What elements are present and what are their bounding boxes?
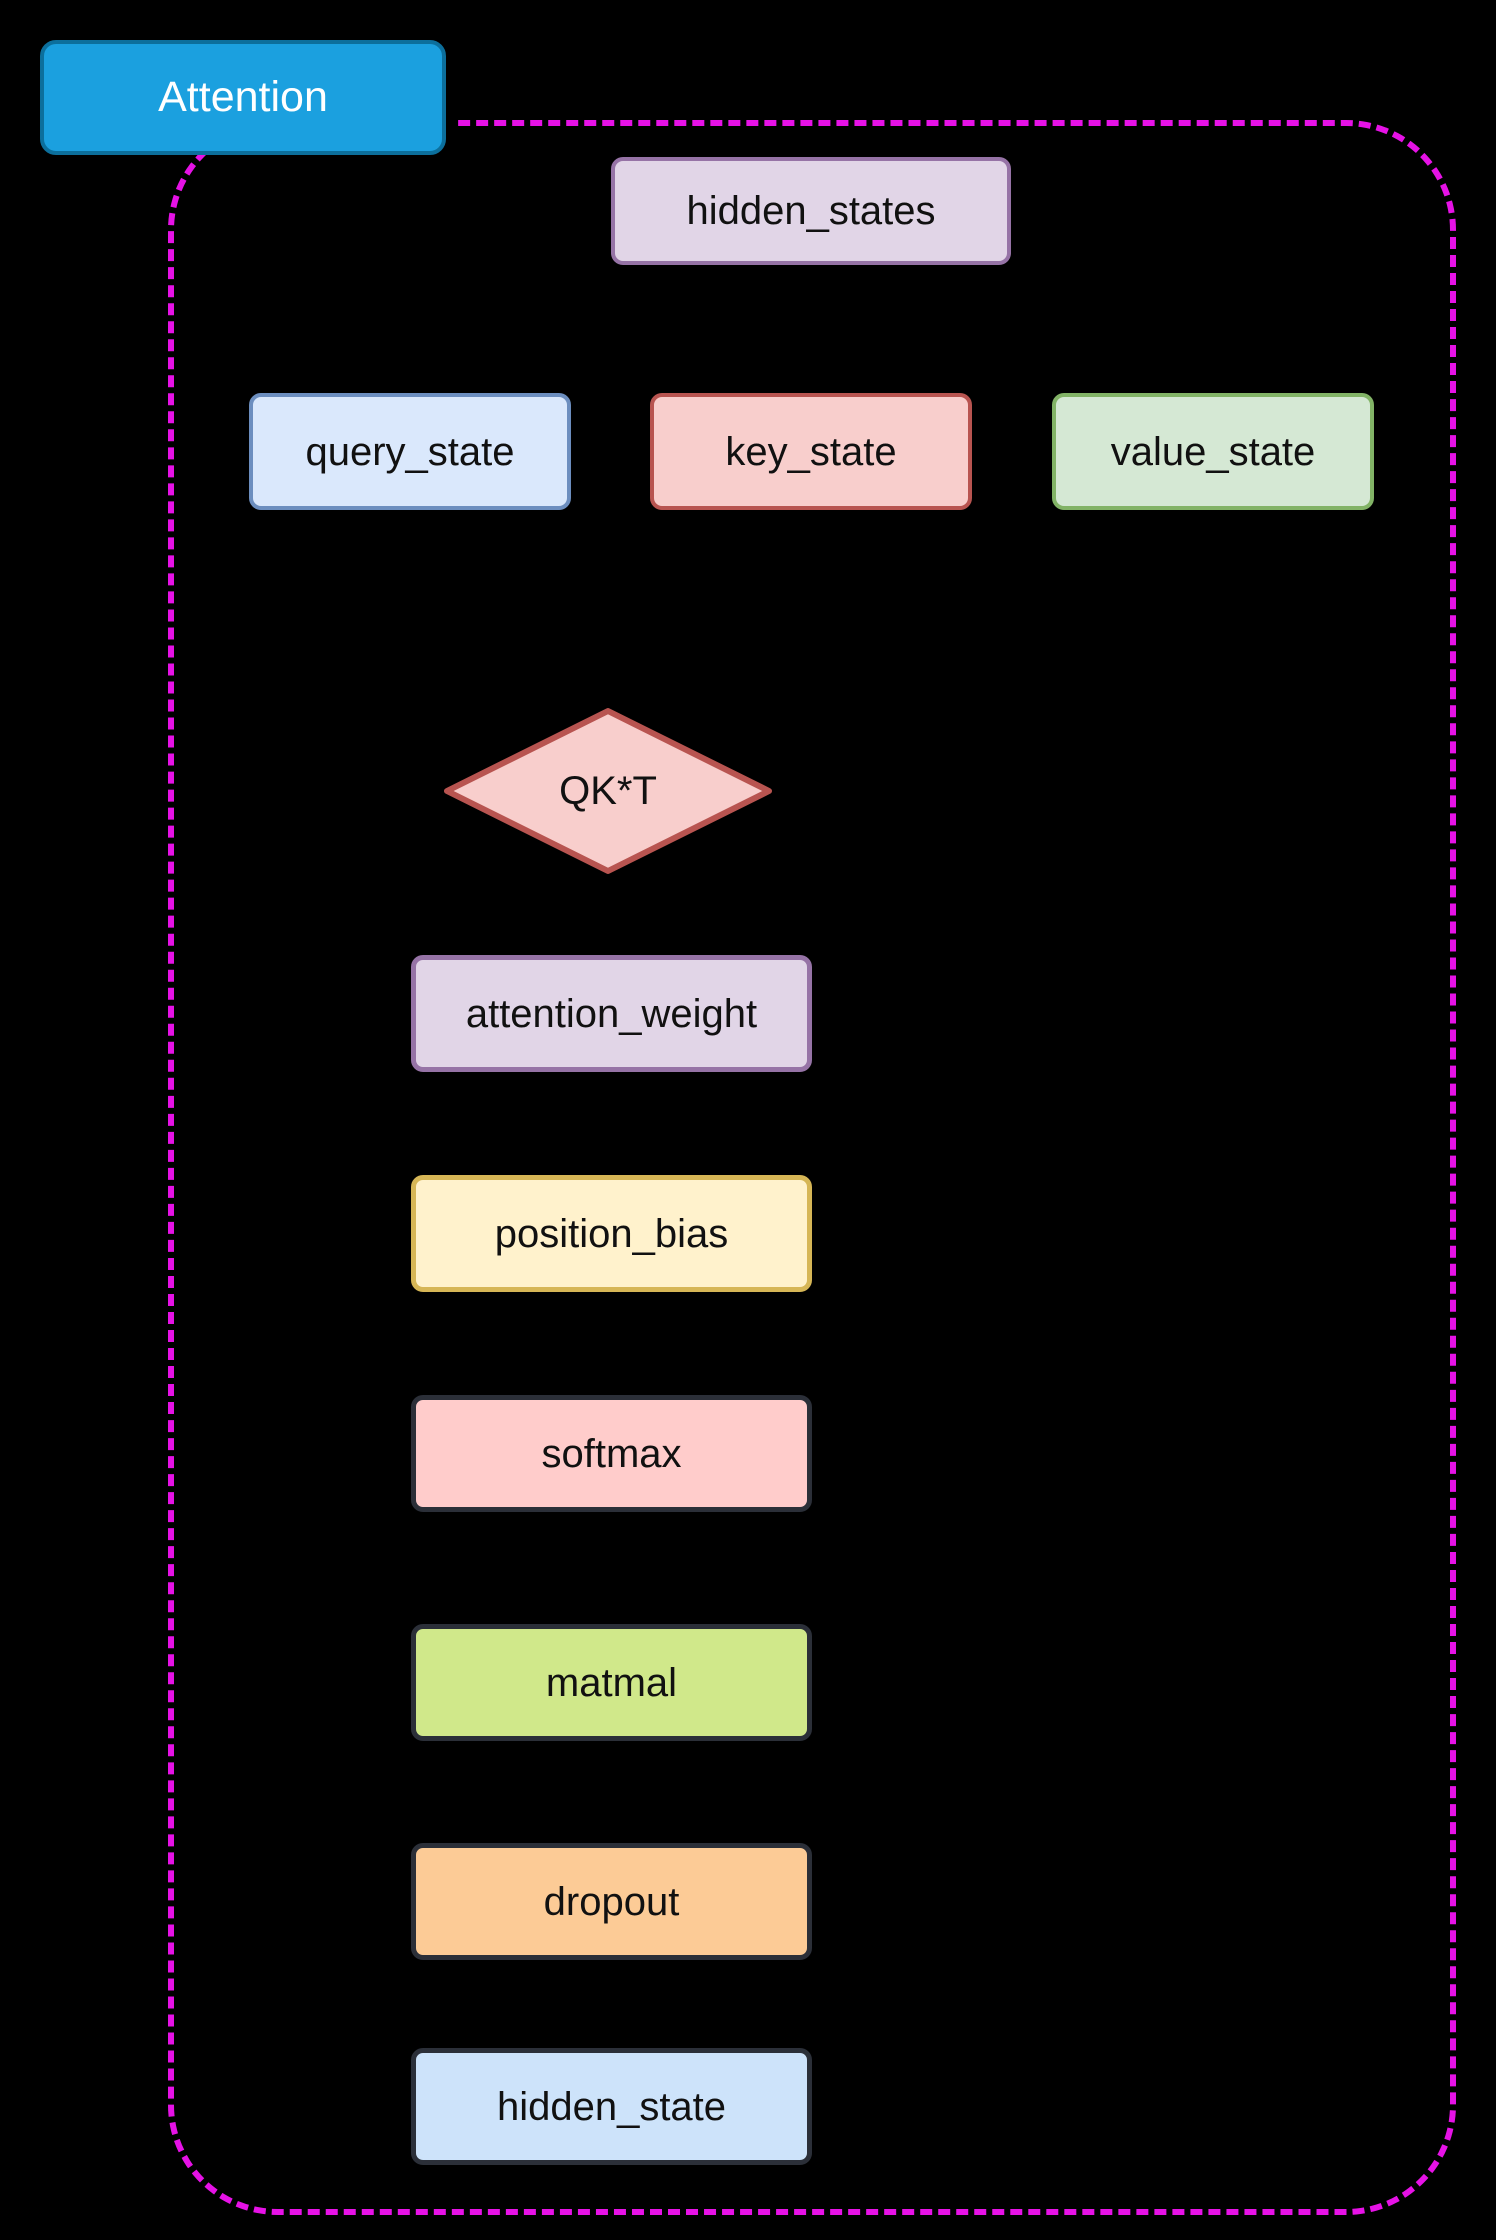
node-key-state[interactable]: key_state [650,393,972,510]
node-qkt-diamond[interactable]: QK*T [443,707,773,875]
node-position-bias[interactable]: position_bias [411,1175,812,1292]
node-position-bias-label: position_bias [494,1211,729,1256]
subgraph-title-attention[interactable]: Attention [40,40,446,155]
node-matmal-label: matmal [545,1660,678,1705]
attention-cluster-boundary [168,120,1456,2215]
node-value-state[interactable]: value_state [1052,393,1374,510]
diamond-shape-icon [444,708,772,874]
node-attention-weight[interactable]: attention_weight [411,955,812,1072]
subgraph-title-label: Attention [158,72,328,121]
node-hidden-states[interactable]: hidden_states [611,157,1011,265]
node-softmax[interactable]: softmax [411,1395,812,1512]
node-dropout-label: dropout [543,1879,680,1924]
node-softmax-label: softmax [541,1431,682,1476]
node-matmal[interactable]: matmal [411,1624,812,1741]
node-hidden-state-label: hidden_state [496,2084,727,2129]
node-attention-weight-label: attention_weight [465,991,758,1036]
node-hidden-states-label: hidden_states [686,189,936,233]
node-hidden-state[interactable]: hidden_state [411,2048,812,2165]
node-query-state-label: query_state [305,429,515,474]
node-value-state-label: value_state [1110,429,1316,474]
node-dropout[interactable]: dropout [411,1843,812,1960]
node-key-state-label: key_state [725,429,897,474]
node-qkt-label: QK*T [559,768,657,813]
node-query-state[interactable]: query_state [249,393,571,510]
